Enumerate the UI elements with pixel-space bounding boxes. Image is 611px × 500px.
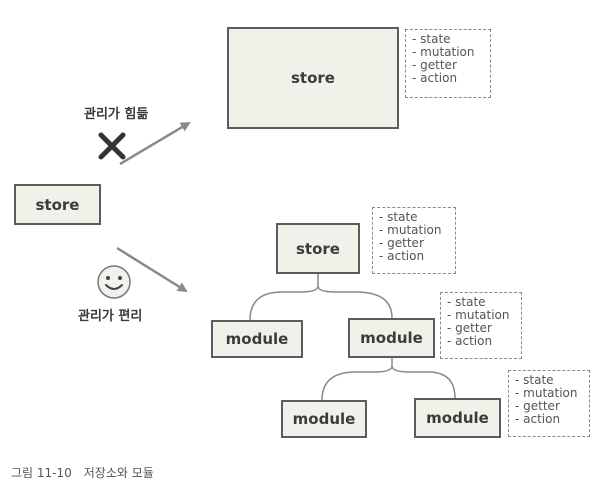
root-store-box: store bbox=[276, 223, 360, 274]
module-bottom-right-notes: - state - mutation - getter - action bbox=[508, 370, 590, 437]
root-store-notes: - state - mutation - getter - action bbox=[372, 207, 456, 274]
note-line: - mutation bbox=[412, 45, 475, 59]
module-label: module bbox=[360, 329, 423, 347]
note-line: - state bbox=[515, 373, 554, 387]
figure-number: 그림 11-10 bbox=[11, 466, 72, 480]
note-line: - action bbox=[447, 334, 493, 348]
module-label: module bbox=[292, 410, 356, 428]
module-box-left: module bbox=[211, 320, 303, 358]
note-line: - getter bbox=[447, 321, 492, 335]
source-store-box: store bbox=[14, 184, 101, 225]
module-center-notes: - state - mutation - getter - action bbox=[440, 292, 522, 359]
module-box-bottom-right: module bbox=[414, 398, 501, 438]
easy-to-manage-label: 관리가 편리 bbox=[78, 309, 143, 324]
note-line: - action bbox=[412, 71, 458, 85]
arrow-to-module-tree bbox=[116, 246, 188, 293]
figure-title: 저장소와 모듈 bbox=[83, 466, 154, 480]
root-store-label: store bbox=[296, 239, 340, 258]
tree-branch-store-to-modules bbox=[249, 274, 393, 321]
note-line: - state bbox=[412, 32, 451, 46]
note-line: - mutation bbox=[515, 386, 578, 400]
module-box-center: module bbox=[348, 318, 435, 358]
note-line: - action bbox=[515, 412, 561, 426]
hard-to-manage-label: 관리가 힘듦 bbox=[84, 107, 149, 122]
smiley-face-icon bbox=[97, 265, 131, 299]
tree-branch-module-to-submodules bbox=[321, 358, 456, 401]
figure-caption: 그림 11-10 저장소와 모듈 bbox=[11, 464, 154, 481]
module-box-bottom-left: module bbox=[281, 400, 367, 438]
source-store-label: store bbox=[35, 195, 80, 214]
note-line: - state bbox=[379, 210, 418, 224]
note-line: - getter bbox=[412, 58, 457, 72]
cross-icon bbox=[98, 132, 126, 160]
single-store-notes: - state - mutation - getter - action bbox=[405, 29, 491, 98]
arrow-to-single-store bbox=[119, 121, 191, 166]
module-label: module bbox=[225, 330, 289, 348]
note-line: - getter bbox=[515, 399, 560, 413]
note-line: - action bbox=[379, 249, 425, 263]
note-line: - mutation bbox=[447, 308, 510, 322]
note-line: - getter bbox=[379, 236, 424, 250]
single-store-box: store bbox=[227, 27, 399, 129]
note-line: - state bbox=[447, 295, 486, 309]
note-line: - mutation bbox=[379, 223, 442, 237]
module-label: module bbox=[426, 409, 489, 427]
single-store-label: store bbox=[291, 69, 335, 87]
